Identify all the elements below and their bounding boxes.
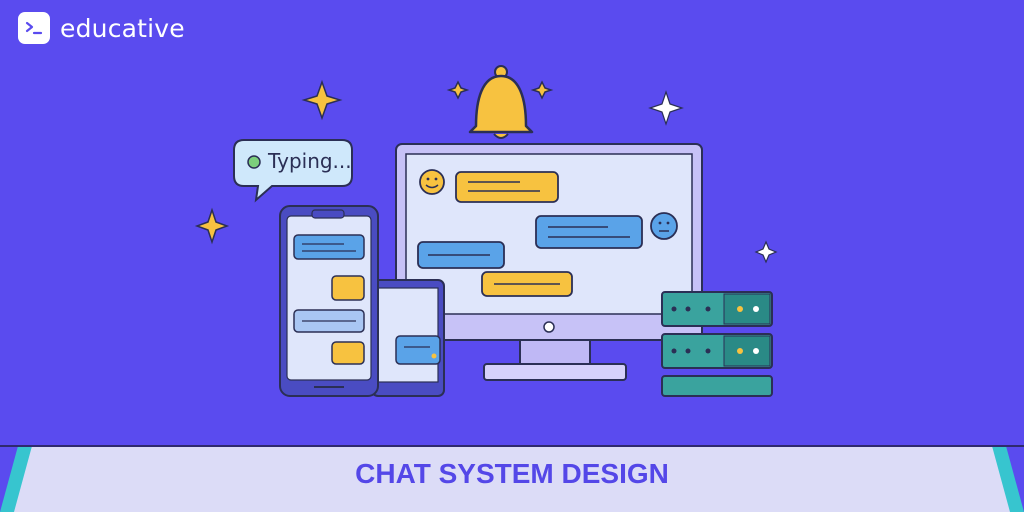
brand-logo: educative: [18, 12, 185, 44]
tablet-device: [371, 279, 445, 397]
page-title: CHAT SYSTEM DESIGN: [355, 458, 669, 489]
title-banner: [0, 445, 1024, 512]
typing-bubble: [233, 139, 353, 203]
chat-message: [417, 171, 643, 297]
sparkle-icon: [648, 90, 778, 264]
notification-bell-icon: [468, 65, 534, 139]
sparkle-icon: [194, 79, 554, 245]
server-rack-icon: [661, 291, 773, 397]
brand-name: educative: [60, 13, 185, 43]
smiley-icon: [650, 212, 678, 240]
server-lights: [671, 306, 759, 354]
terminal-prompt-icon: [18, 12, 50, 44]
smartphone-device: [279, 205, 379, 397]
smiley-icon: [419, 169, 445, 195]
typing-indicator-text: Typing...: [268, 149, 352, 173]
